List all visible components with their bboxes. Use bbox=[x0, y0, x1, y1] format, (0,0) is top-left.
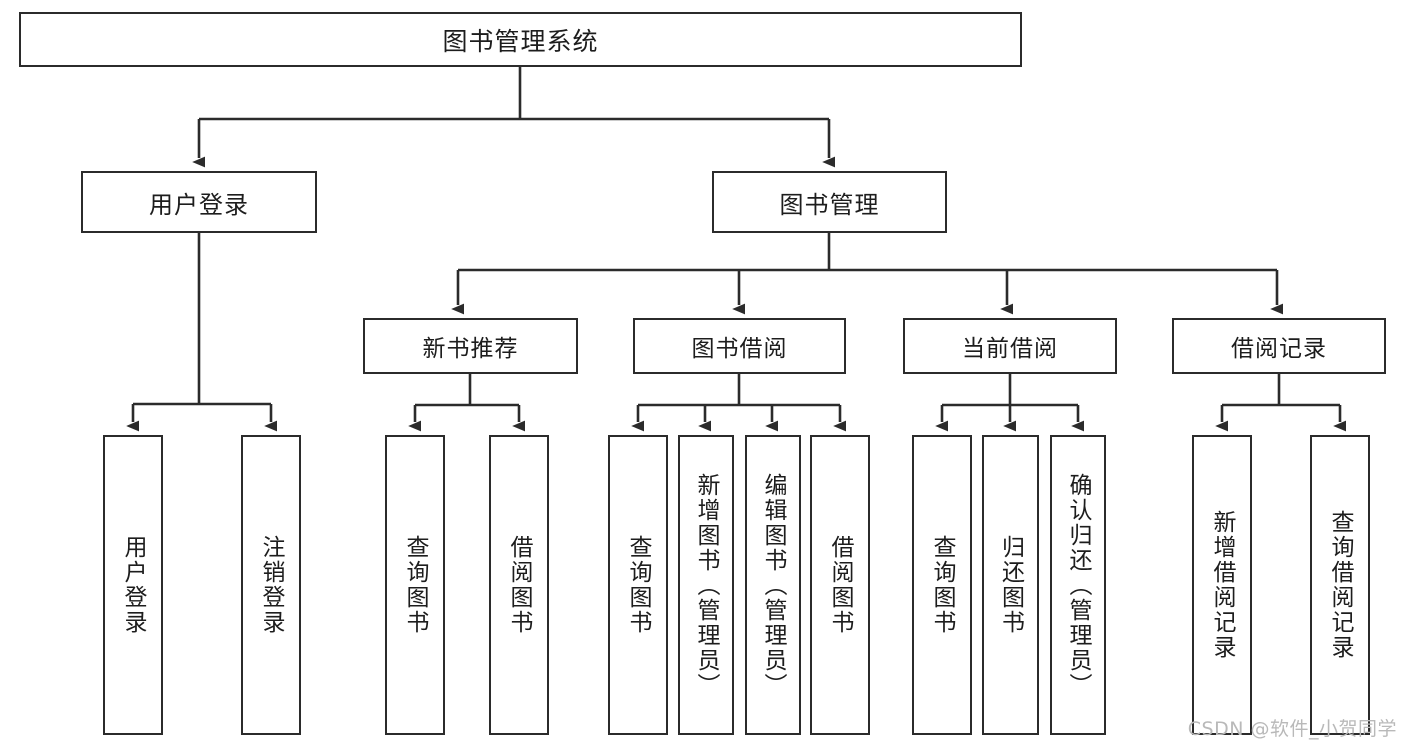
node-leaf-query-book-1-label: 查询图书 bbox=[402, 535, 429, 635]
node-leaf-add-book-label: 新增图书（管理员） bbox=[693, 472, 720, 698]
node-root[interactable]: 图书管理系统 bbox=[19, 12, 1022, 67]
node-leaf-query-book-2-label: 查询图书 bbox=[625, 535, 652, 635]
node-leaf-user-logout[interactable]: 注销登录 bbox=[241, 435, 301, 735]
node-leaf-return-book[interactable]: 归还图书 bbox=[982, 435, 1039, 735]
node-leaf-return-book-label: 归还图书 bbox=[997, 535, 1024, 635]
node-leaf-query-record-label: 查询借阅记录 bbox=[1327, 510, 1354, 660]
node-leaf-add-record[interactable]: 新增借阅记录 bbox=[1192, 435, 1252, 735]
node-new-book-recommend-label: 新书推荐 bbox=[422, 336, 519, 362]
node-current-borrow[interactable]: 当前借阅 bbox=[903, 318, 1117, 374]
node-new-book-recommend[interactable]: 新书推荐 bbox=[363, 318, 578, 374]
node-leaf-add-record-label: 新增借阅记录 bbox=[1209, 510, 1236, 660]
node-book-manage[interactable]: 图书管理 bbox=[712, 171, 947, 233]
node-leaf-query-book-3[interactable]: 查询图书 bbox=[912, 435, 972, 735]
node-leaf-borrow-book-1[interactable]: 借阅图书 bbox=[489, 435, 549, 735]
node-leaf-add-book[interactable]: 新增图书（管理员） bbox=[678, 435, 734, 735]
node-user-login[interactable]: 用户登录 bbox=[81, 171, 317, 233]
node-leaf-query-book-3-label: 查询图书 bbox=[929, 535, 956, 635]
node-leaf-confirm-return[interactable]: 确认归还（管理员） bbox=[1050, 435, 1106, 735]
node-leaf-user-login-label: 用户登录 bbox=[120, 535, 147, 635]
node-borrow-record-label: 借阅记录 bbox=[1231, 336, 1327, 362]
node-leaf-confirm-return-label: 确认归还（管理员） bbox=[1065, 472, 1092, 698]
node-borrow-record[interactable]: 借阅记录 bbox=[1172, 318, 1386, 374]
node-leaf-borrow-book-2[interactable]: 借阅图书 bbox=[810, 435, 870, 735]
node-leaf-query-record[interactable]: 查询借阅记录 bbox=[1310, 435, 1370, 735]
node-leaf-edit-book[interactable]: 编辑图书（管理员） bbox=[745, 435, 801, 735]
node-leaf-user-login[interactable]: 用户登录 bbox=[103, 435, 163, 735]
node-leaf-borrow-book-1-label: 借阅图书 bbox=[506, 535, 533, 635]
node-user-login-label: 用户登录 bbox=[149, 190, 249, 219]
watermark-text: CSDN @软件_小贺同学 bbox=[1187, 718, 1397, 740]
node-book-borrow-label: 图书借阅 bbox=[691, 336, 788, 362]
node-leaf-query-book-2[interactable]: 查询图书 bbox=[608, 435, 668, 735]
node-root-label: 图书管理系统 bbox=[442, 26, 599, 56]
node-book-borrow[interactable]: 图书借阅 bbox=[633, 318, 846, 374]
node-leaf-borrow-book-2-label: 借阅图书 bbox=[827, 535, 854, 635]
node-current-borrow-label: 当前借阅 bbox=[962, 336, 1058, 362]
node-leaf-user-logout-label: 注销登录 bbox=[258, 535, 285, 635]
node-leaf-edit-book-label: 编辑图书（管理员） bbox=[760, 472, 787, 698]
node-book-manage-label: 图书管理 bbox=[779, 190, 880, 219]
node-leaf-query-book-1[interactable]: 查询图书 bbox=[385, 435, 445, 735]
